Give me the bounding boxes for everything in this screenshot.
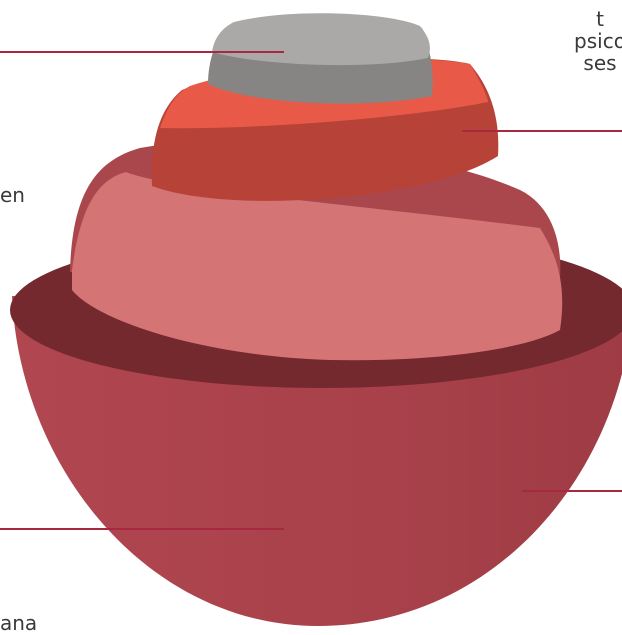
gray-layer-top — [212, 13, 430, 65]
label-bottom-left: ana — [0, 612, 37, 634]
label-top-right-line-1: t — [540, 8, 622, 30]
label-top-right: t psico ses — [540, 8, 622, 74]
label-top-right-line-3: ses — [540, 52, 622, 74]
label-mid-left: en — [0, 184, 25, 206]
label-top-right-line-2: psico — [540, 30, 622, 52]
